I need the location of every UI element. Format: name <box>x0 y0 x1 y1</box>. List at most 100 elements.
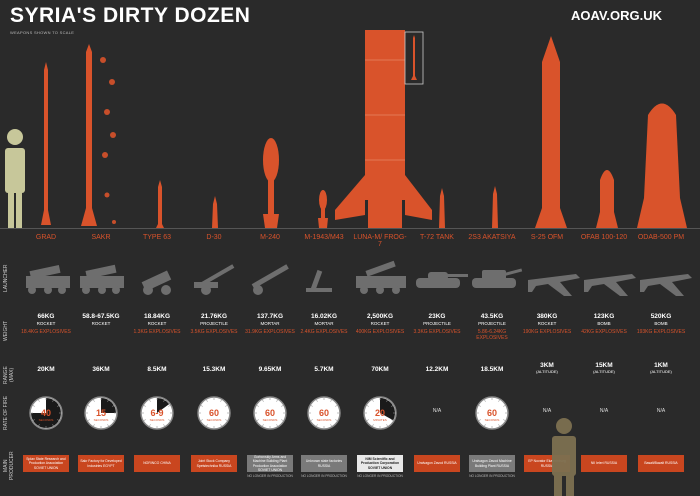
producer-badge: NORINCO CHINA <box>134 455 180 472</box>
weapon-name: S-25 OFM <box>530 234 564 241</box>
grad-rocket-icon <box>41 62 51 225</box>
human-figure-icon <box>5 129 25 228</box>
t72-projectile-icon <box>439 188 445 228</box>
weapon-name: 2S3 AKATSIYA <box>468 234 516 241</box>
rate-value: 60 <box>487 408 497 418</box>
rate-unit: SECONDS <box>39 418 54 422</box>
howitzer-icon <box>194 264 235 295</box>
human-figure-icon <box>552 418 576 496</box>
rate-value: 20 <box>375 408 385 418</box>
site-link[interactable]: AOAV.ORG.UK <box>570 8 662 23</box>
range-cell: 20KM <box>37 366 55 373</box>
row-label-weight: WEIGHT <box>3 321 9 341</box>
divider <box>0 228 700 229</box>
jet-icon <box>528 274 580 296</box>
producer-badge: Gorbovskiy Arms and Machine Building Pla… <box>247 455 293 472</box>
weapon-name: D-30 <box>206 234 222 241</box>
ofab-bomb-icon <box>596 170 618 228</box>
rate-unit: SECONDS <box>317 418 332 422</box>
rate-na: N/A <box>432 408 442 414</box>
luna-inset-icon <box>404 31 424 85</box>
weapon-name: SAKR <box>91 234 111 241</box>
producer-badge: Uralvagon Zavod Machine Building Plant R… <box>469 455 515 472</box>
type63-rocket-icon <box>156 180 164 228</box>
weapon-name: TYPE 63 <box>142 234 171 241</box>
weapon-name: T-72 TANK <box>420 234 454 241</box>
range-cell: 15KM(ALTITUDE) <box>593 362 615 374</box>
jet-icon <box>640 274 692 296</box>
producer-note: NO LONGER IN PRODUCTION <box>247 474 293 478</box>
range-cell: 8.5KM <box>147 366 167 373</box>
producer-badge: NIM Scientific and Production Corporatio… <box>357 455 403 472</box>
weapon-name: M-1943/M43 <box>304 234 344 241</box>
rate-unit: SECONDS <box>150 418 165 422</box>
weapon-name: GRAD <box>35 234 57 241</box>
weapon-name: LUNA-M/ FROG-7 <box>353 234 407 248</box>
tank-icon <box>416 272 468 288</box>
rate-unit: SECONDS <box>485 418 500 422</box>
weapon-name: OFAB 100-120 <box>580 234 628 241</box>
producer-note: NO LONGER IN PRODUCTION <box>357 474 403 478</box>
luna-frog7-rocket-icon <box>335 30 432 228</box>
rocket-truck-icon <box>356 260 406 294</box>
launchers-graphic <box>26 260 692 296</box>
jet-icon <box>584 274 636 296</box>
odab-bomb-icon <box>637 103 687 228</box>
mortar-icon <box>306 269 332 292</box>
producer-badge: Splav State Research and Production Asso… <box>23 455 69 472</box>
s25-rocket-icon <box>535 36 567 228</box>
sakr-rocket-icon <box>81 44 116 226</box>
truck-launcher-icon <box>80 264 124 294</box>
truck-launcher-icon <box>26 264 70 294</box>
self-propelled-gun-icon <box>472 268 523 288</box>
rate-value: 15 <box>96 408 106 418</box>
rate-value: 60 <box>265 408 275 418</box>
range-cell: 70KM <box>371 366 389 373</box>
mortar-icon <box>251 264 289 295</box>
range-cell: 5.7KM <box>314 366 334 373</box>
weapon-name: ODAB-500 PM <box>637 234 685 241</box>
range-cell: 12.2KM <box>425 366 449 373</box>
weapon-name: M-240 <box>260 234 280 241</box>
rate-value: 60 <box>209 408 219 418</box>
rate-value: 60 <box>319 408 329 418</box>
rate-unit: SECONDS <box>263 418 278 422</box>
page-title: SYRIA'S DIRTY DOZEN <box>10 4 251 27</box>
rate-unit: SECONDS <box>94 418 109 422</box>
range-cell: 18.5KM <box>480 366 504 373</box>
2s3-projectile-icon <box>492 186 498 228</box>
producer-badge: Joint Stock Company Spetstechnika RUSSIA <box>191 455 237 472</box>
weapons-graphic <box>5 30 687 228</box>
producer-note: NO LONGER IN PRODUCTION <box>469 474 515 478</box>
rate-value: 40 <box>41 408 51 418</box>
rate-na: N/A <box>599 408 609 414</box>
rate-na: N/A <box>542 408 552 414</box>
producer-badge: NII Ieleri RUSSIA <box>581 455 627 472</box>
scale-note: WEAPONS SHOWN TO SCALE <box>10 30 75 35</box>
producer-badge: Uralvagon Zavod RUSSIA <box>414 455 460 472</box>
m1943-mortar-icon <box>318 190 328 228</box>
m240-mortar-icon <box>263 138 279 228</box>
rate-value: 6-9 <box>150 408 163 418</box>
rate-unit: MINUTES <box>373 418 387 422</box>
producer-badge: Sakr Factory for Developed Industries EG… <box>78 455 124 472</box>
d30-projectile-icon <box>212 196 218 228</box>
producer-badge: Unknown state factories RUSSIA <box>301 455 347 472</box>
range-cell: 9.65KM <box>258 366 282 373</box>
